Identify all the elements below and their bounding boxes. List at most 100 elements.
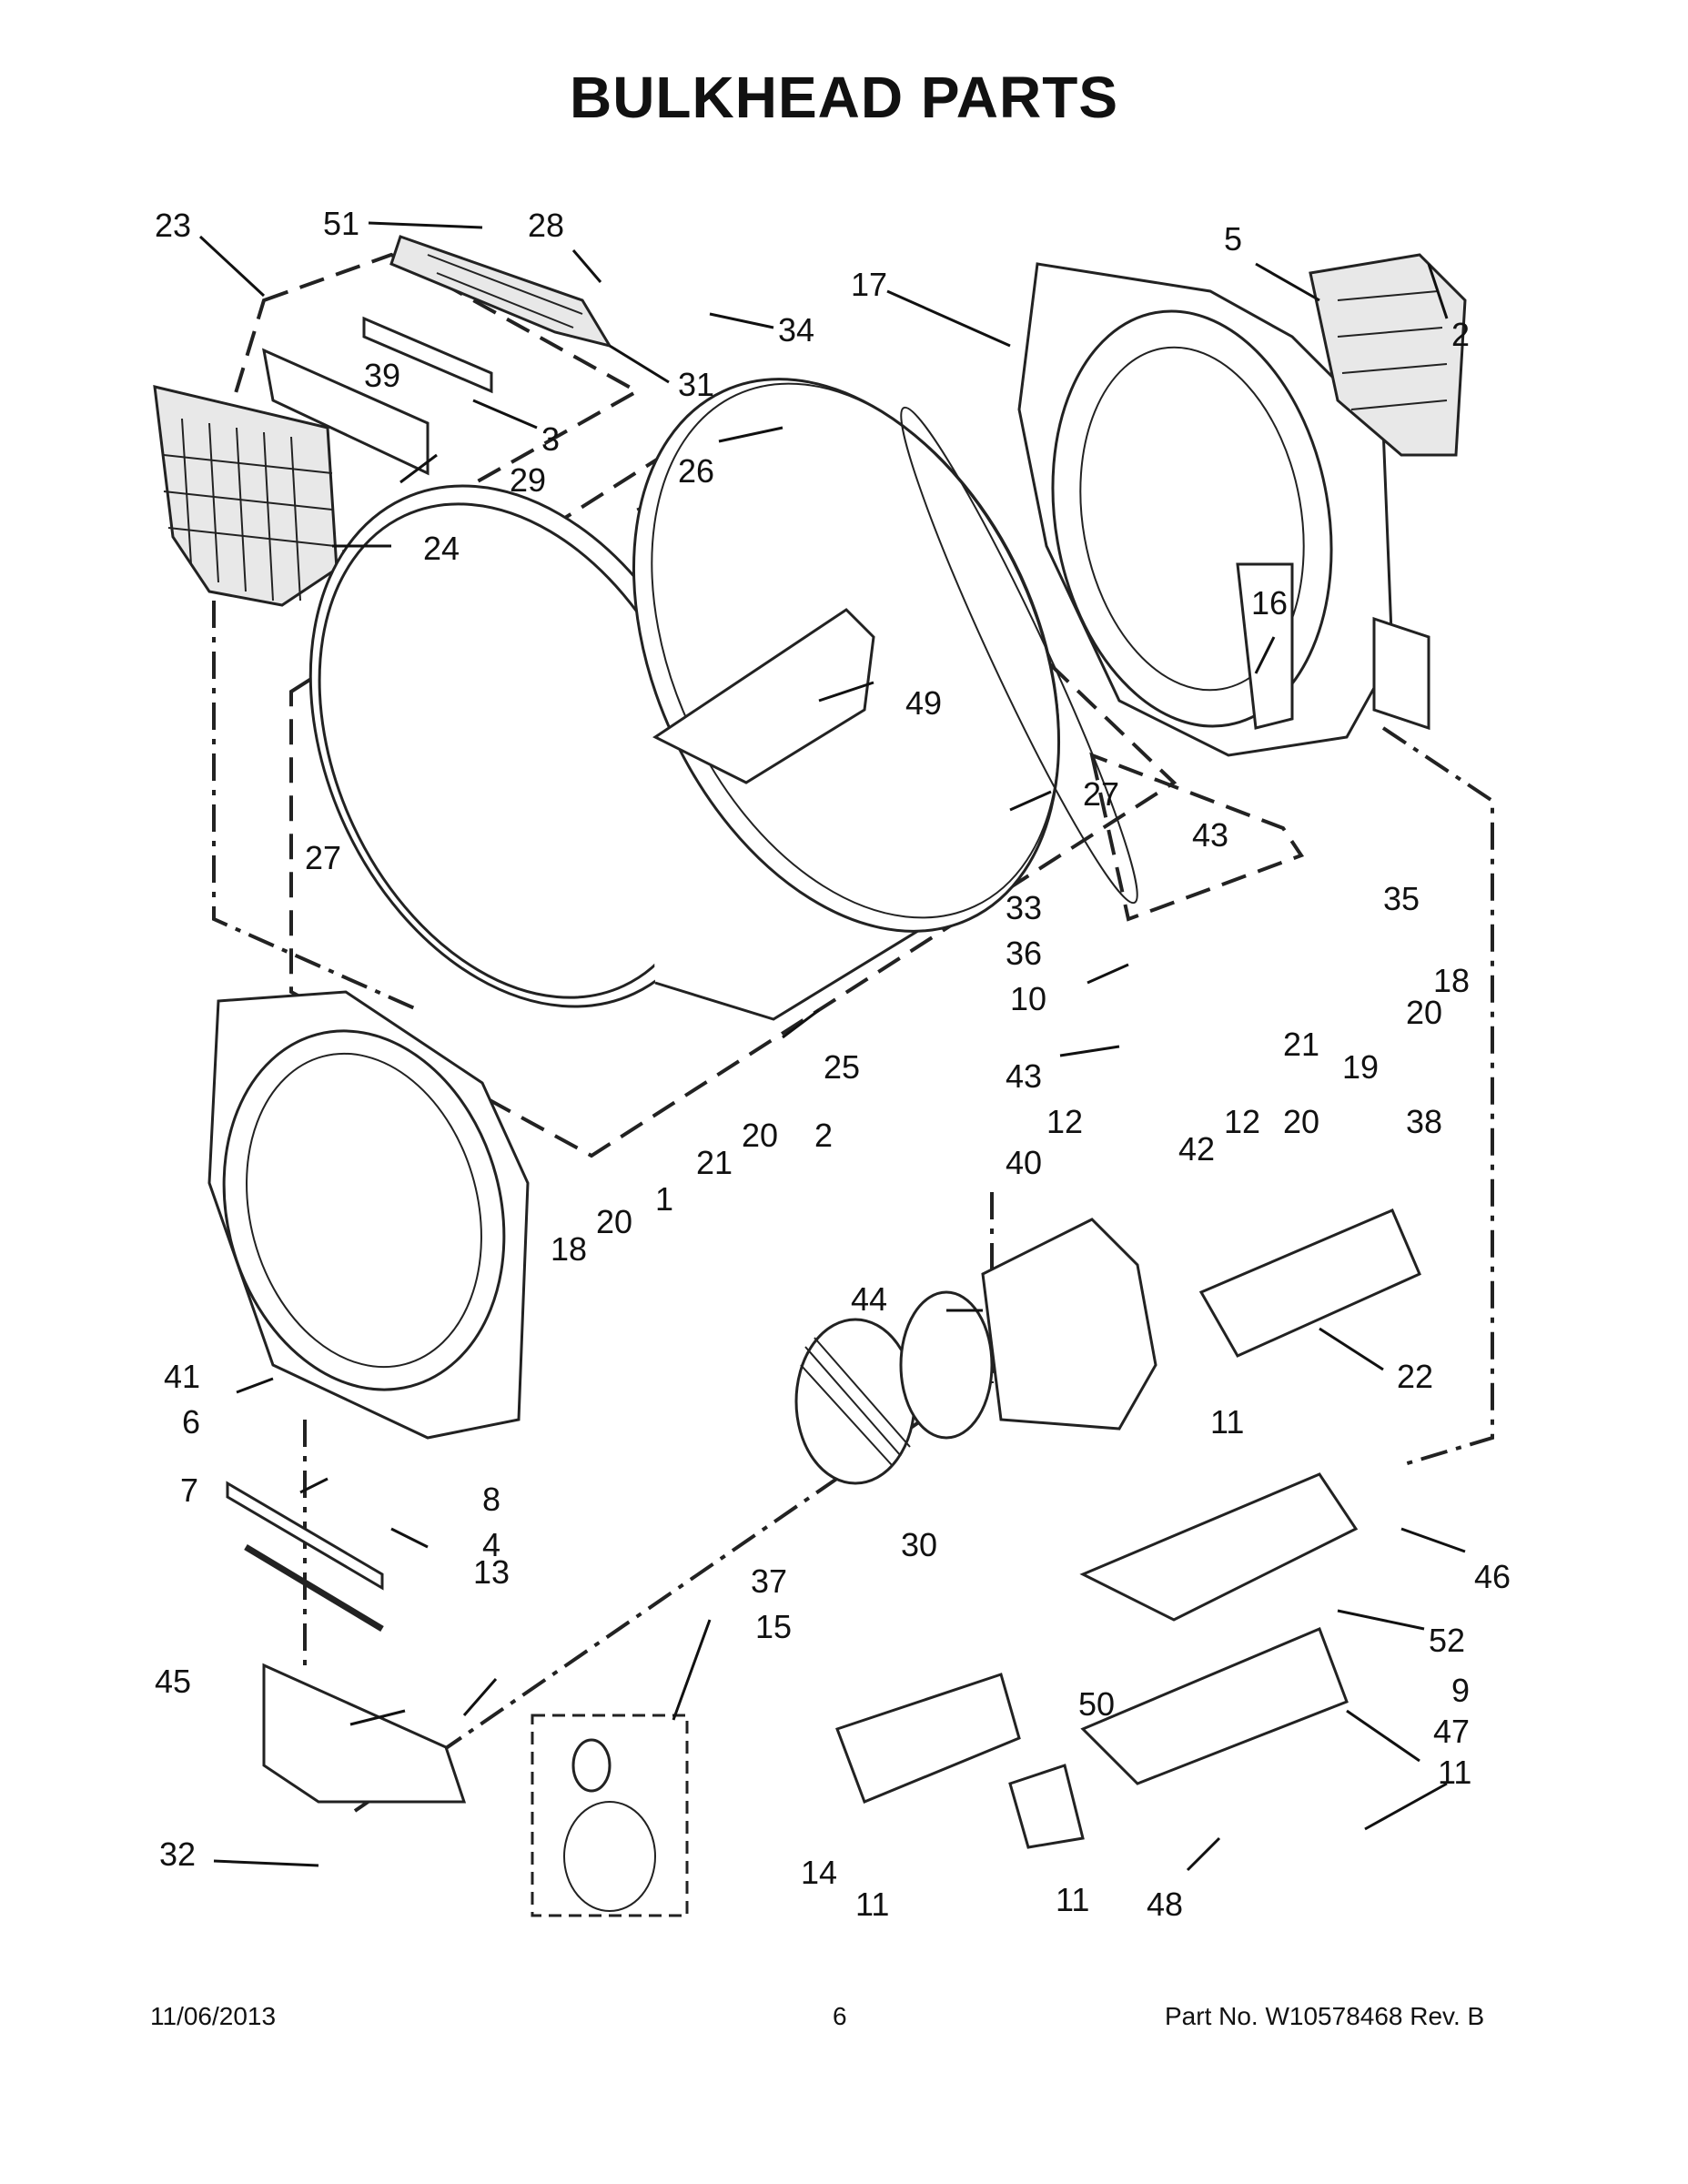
callout: 18	[1433, 962, 1470, 999]
callout: 3	[541, 420, 560, 458]
callout: 39	[364, 357, 400, 394]
callout: 50	[1078, 1685, 1115, 1723]
clip-part	[1008, 1764, 1085, 1849]
callout: 29	[510, 461, 546, 499]
felt-seal-part	[226, 1481, 384, 1591]
rear-projection-line	[1381, 726, 1494, 1467]
callout: 15	[755, 1608, 792, 1645]
callout: 25	[824, 1048, 860, 1086]
callout: 48	[1147, 1886, 1183, 1923]
callout: 20	[596, 1203, 632, 1240]
callout: 52	[1429, 1622, 1465, 1659]
callout: 26	[678, 452, 714, 490]
callout: 23	[155, 207, 191, 244]
callout: 16	[1251, 584, 1288, 622]
callout: 5	[1224, 220, 1242, 258]
rear-drum-seal-part	[900, 406, 1138, 905]
callout: 8	[482, 1481, 500, 1518]
callout: 47	[1433, 1713, 1470, 1750]
leader-lines	[198, 221, 1466, 1872]
callout: 42	[1178, 1130, 1215, 1168]
callout: 2	[1451, 316, 1470, 353]
callout: 11	[1056, 1881, 1089, 1918]
callout: 18	[551, 1230, 587, 1268]
callout: 11	[855, 1886, 889, 1923]
callout: 43	[1006, 1057, 1042, 1095]
front-bulkhead-part	[207, 990, 530, 1440]
callout: 10	[1010, 980, 1046, 1017]
callout: 20	[742, 1117, 778, 1154]
callout: 7	[180, 1471, 198, 1509]
lint-screen-part	[153, 385, 339, 607]
sensor-group-outline	[1089, 752, 1305, 922]
callout: 12	[1224, 1103, 1260, 1140]
callout: 20	[1283, 1103, 1319, 1140]
callout: 30	[901, 1526, 937, 1563]
callout: 21	[1283, 1026, 1319, 1063]
rear-bulkhead-part	[1017, 262, 1394, 757]
blower-seal-part	[899, 1290, 994, 1440]
filter-bracket-part	[362, 316, 493, 394]
callout: 37	[751, 1562, 787, 1600]
callout: 27	[305, 839, 341, 876]
footer-date: 11/06/2013	[150, 2002, 277, 2030]
callout: 27	[1083, 775, 1119, 813]
rear-duct-part	[1372, 616, 1430, 731]
front-duct-part	[262, 1663, 467, 1804]
filter-housing-part	[389, 235, 613, 349]
callout: 28	[528, 207, 564, 244]
callout: 33	[1006, 889, 1042, 926]
heater-tube-part	[1198, 1208, 1421, 1358]
callout: 40	[1006, 1144, 1042, 1181]
callout: 35	[1383, 880, 1420, 917]
blower-wheel-part	[794, 1318, 916, 1485]
callout: 41	[164, 1358, 200, 1395]
callout: 31	[678, 366, 714, 403]
kit-plug-part	[571, 1738, 612, 1793]
callout: 14	[801, 1854, 837, 1891]
callout: 36	[1006, 935, 1042, 972]
callout: 51	[323, 205, 359, 242]
callout: 12	[1046, 1103, 1083, 1140]
callout: 49	[905, 684, 942, 722]
kit-box	[531, 1714, 689, 1917]
callout: 19	[1342, 1048, 1379, 1086]
callout: 2	[814, 1117, 833, 1154]
callout: 1	[655, 1180, 673, 1218]
filter-rail-part	[262, 348, 430, 476]
callout: 21	[696, 1144, 733, 1181]
callout: 9	[1451, 1672, 1470, 1709]
callout: 11	[1438, 1754, 1471, 1791]
callout: 11	[1210, 1403, 1244, 1441]
callout: 44	[851, 1280, 887, 1318]
callout: 22	[1397, 1358, 1433, 1395]
callout: 6	[182, 1403, 200, 1441]
callout: 34	[778, 311, 814, 349]
base-tray-part	[1080, 1627, 1349, 1785]
callout: 43	[1192, 816, 1228, 854]
callout: 38	[1406, 1103, 1442, 1140]
callout: 17	[851, 266, 887, 303]
callout: 24	[423, 530, 460, 567]
front-projection-line	[212, 601, 419, 1012]
blower-housing-part	[981, 1218, 1157, 1431]
callout: 13	[473, 1553, 510, 1591]
callout: 20	[1406, 994, 1442, 1031]
callout: 32	[159, 1835, 196, 1873]
footer-part-number: Part No. W10578468 Rev. B	[1165, 2002, 1485, 2030]
callout: 45	[155, 1663, 191, 1700]
drum-part	[308, 378, 1060, 1021]
sensor-bracket-part	[835, 1673, 1021, 1804]
footer-page-number: 6	[833, 2002, 847, 2030]
base-cover-part	[1079, 1472, 1359, 1622]
callout: 4	[482, 1526, 500, 1563]
duct-projection-line	[353, 1345, 1030, 1813]
callout: 46	[1474, 1558, 1511, 1595]
seal-strip-part	[244, 1543, 384, 1633]
callout-labels: 23 51 28 17 5 2 34 31 39 3 26 29 24 16 4…	[155, 205, 1511, 1923]
heater-cover-part	[1309, 253, 1467, 457]
page-title: BULKHEAD PARTS	[569, 65, 1119, 130]
kit-strap-part	[563, 1801, 656, 1912]
